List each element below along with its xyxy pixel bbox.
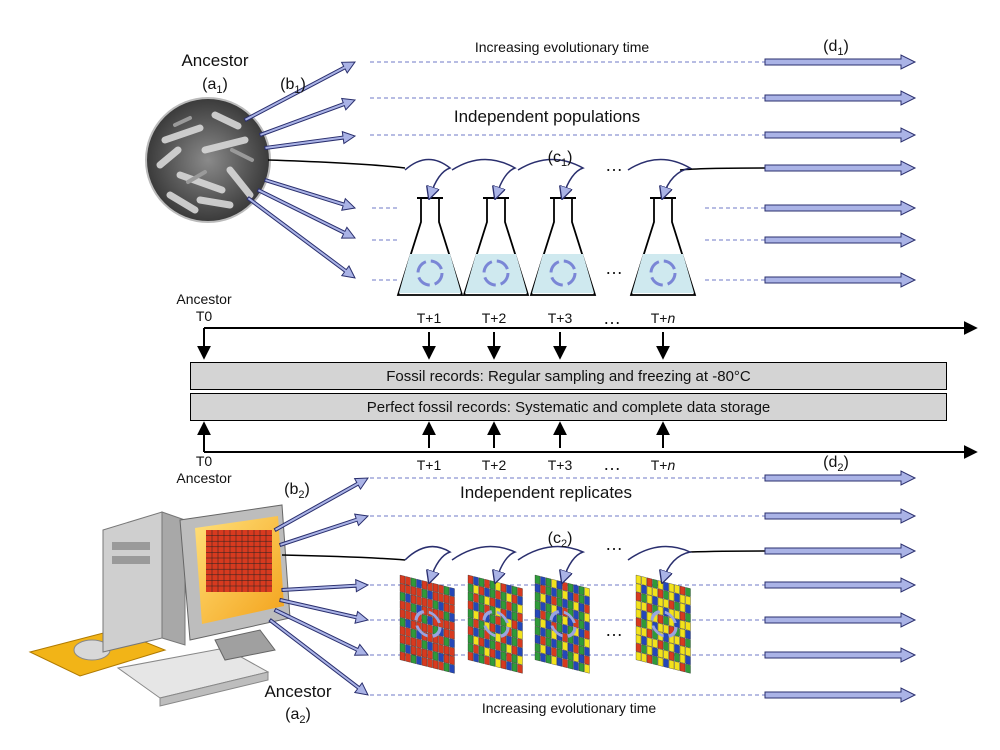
top-flask-ellipsis: … bbox=[605, 258, 623, 278]
bottom-transfer-label: (c2) bbox=[547, 530, 573, 551]
population-line bbox=[679, 167, 766, 171]
computer-image bbox=[28, 504, 291, 707]
top-populations-caption: Independent populations bbox=[453, 107, 641, 126]
branch-arrow bbox=[256, 188, 356, 239]
branch-arrows-top bbox=[243, 61, 406, 279]
bottom-replicates-caption: Independent replicates bbox=[459, 483, 633, 502]
branch-arrow bbox=[278, 513, 370, 548]
population-arrow bbox=[764, 54, 917, 70]
transfer-arrow bbox=[627, 158, 693, 196]
timeline-bottom-ancestor: Ancestor bbox=[176, 470, 232, 486]
transfer-arrow bbox=[627, 545, 693, 580]
bottom-ancestor-id: (a2) bbox=[285, 706, 311, 727]
replicate-arrow bbox=[764, 470, 917, 486]
grid-worlds bbox=[399, 574, 691, 674]
population-arrow bbox=[764, 160, 917, 176]
flask-icon bbox=[462, 197, 530, 296]
timeline-top-tick-2: T+2 bbox=[481, 310, 507, 326]
transfer-arrow bbox=[451, 158, 517, 196]
branch-arrow bbox=[281, 578, 370, 593]
replicate-lines-bottom bbox=[370, 470, 917, 703]
grid-world-icon bbox=[467, 574, 523, 674]
flask-icon bbox=[629, 197, 697, 296]
replicate-arrow bbox=[764, 543, 917, 559]
population-arrow bbox=[764, 200, 917, 216]
population-arrow bbox=[764, 232, 917, 248]
timeline-bottom-tick-1: T+1 bbox=[416, 457, 442, 473]
timeline-bottom-tick-3: T+3 bbox=[547, 457, 573, 473]
perfect-fossil-records-band: Perfect fossil records: Systematic and c… bbox=[190, 393, 947, 421]
top-ancestor-label: Ancestor bbox=[181, 51, 249, 70]
timeline-bottom-tick-n: T+n bbox=[650, 457, 676, 473]
bacteria-image bbox=[145, 97, 271, 223]
branch-arrow bbox=[273, 607, 370, 656]
timeline-top-tick-n: T+n bbox=[650, 310, 676, 326]
transfer-arrow bbox=[404, 158, 452, 196]
screen-grid bbox=[206, 530, 272, 592]
top-transfer-ellipsis: … bbox=[605, 155, 623, 175]
replicate-arrow bbox=[764, 508, 917, 524]
timeline-top-tick-1: T+1 bbox=[416, 310, 442, 326]
transfer-arrow bbox=[404, 545, 452, 580]
flask-icon bbox=[396, 197, 464, 296]
top-line-label: (d1) bbox=[823, 38, 849, 59]
timeline-top-ellipsis: … bbox=[603, 308, 621, 328]
replicate-arrow bbox=[764, 687, 917, 703]
timeline-bottom-t0: T0 bbox=[195, 453, 213, 469]
bottom-transfer-ellipsis: … bbox=[605, 534, 623, 554]
flasks bbox=[396, 197, 697, 296]
branch-line-to-grid bbox=[281, 554, 406, 561]
branch-arrow bbox=[246, 196, 356, 279]
transfer-arrows-top bbox=[404, 158, 693, 196]
grid-world-icon bbox=[534, 574, 590, 674]
top-time-caption: Increasing evolutionary time bbox=[474, 39, 650, 55]
branch-arrow bbox=[268, 618, 369, 696]
replicate-arrow bbox=[764, 612, 917, 628]
branch-arrow bbox=[263, 177, 357, 211]
branch-arrow bbox=[279, 597, 370, 624]
top-ancestor-id: (a1) bbox=[202, 76, 228, 97]
top-branch-label: (b1) bbox=[280, 76, 306, 97]
bottom-ancestor-label: Ancestor bbox=[264, 682, 332, 701]
bottom-grid-ellipsis: … bbox=[605, 620, 623, 640]
population-arrow bbox=[764, 90, 917, 106]
flask-icon bbox=[529, 197, 597, 296]
branch-arrow bbox=[243, 61, 356, 122]
replicate-arrow bbox=[764, 647, 917, 663]
grid-world-icon bbox=[635, 574, 691, 674]
top-transfer-label: (c1) bbox=[547, 149, 573, 170]
timeline-top-t0: T0 bbox=[195, 308, 213, 324]
timeline-top-ancestor: Ancestor bbox=[176, 291, 232, 307]
branch-arrow bbox=[273, 477, 369, 532]
population-arrow bbox=[764, 127, 917, 143]
branch-arrow bbox=[264, 130, 357, 151]
bottom-line-label: (d2) bbox=[823, 454, 849, 475]
timeline-bottom-ellipsis: … bbox=[603, 454, 621, 474]
bottom-branch-label: (b2) bbox=[284, 481, 310, 502]
replicate-line bbox=[689, 550, 766, 553]
transfer-arrows-bottom bbox=[404, 545, 693, 580]
timeline-top-axis bbox=[197, 321, 978, 360]
transfer-arrow bbox=[517, 545, 586, 580]
population-arrow bbox=[764, 272, 917, 288]
timeline-top-tick-3: T+3 bbox=[547, 310, 573, 326]
replicate-arrow bbox=[764, 577, 917, 593]
timeline-bottom-axis bbox=[197, 421, 978, 459]
branch-line-to-flask bbox=[267, 159, 406, 169]
bottom-time-caption: Increasing evolutionary time bbox=[481, 700, 657, 716]
timeline-bottom-tick-2: T+2 bbox=[481, 457, 507, 473]
transfer-arrow bbox=[451, 545, 518, 580]
branch-arrows-bottom bbox=[268, 477, 406, 696]
branch-arrow bbox=[258, 97, 357, 138]
population-lines-top bbox=[370, 54, 917, 288]
fossil-records-band: Fossil records: Regular sampling and fre… bbox=[190, 362, 947, 390]
transfer-arrow bbox=[517, 158, 585, 196]
grid-world-icon bbox=[399, 574, 455, 674]
